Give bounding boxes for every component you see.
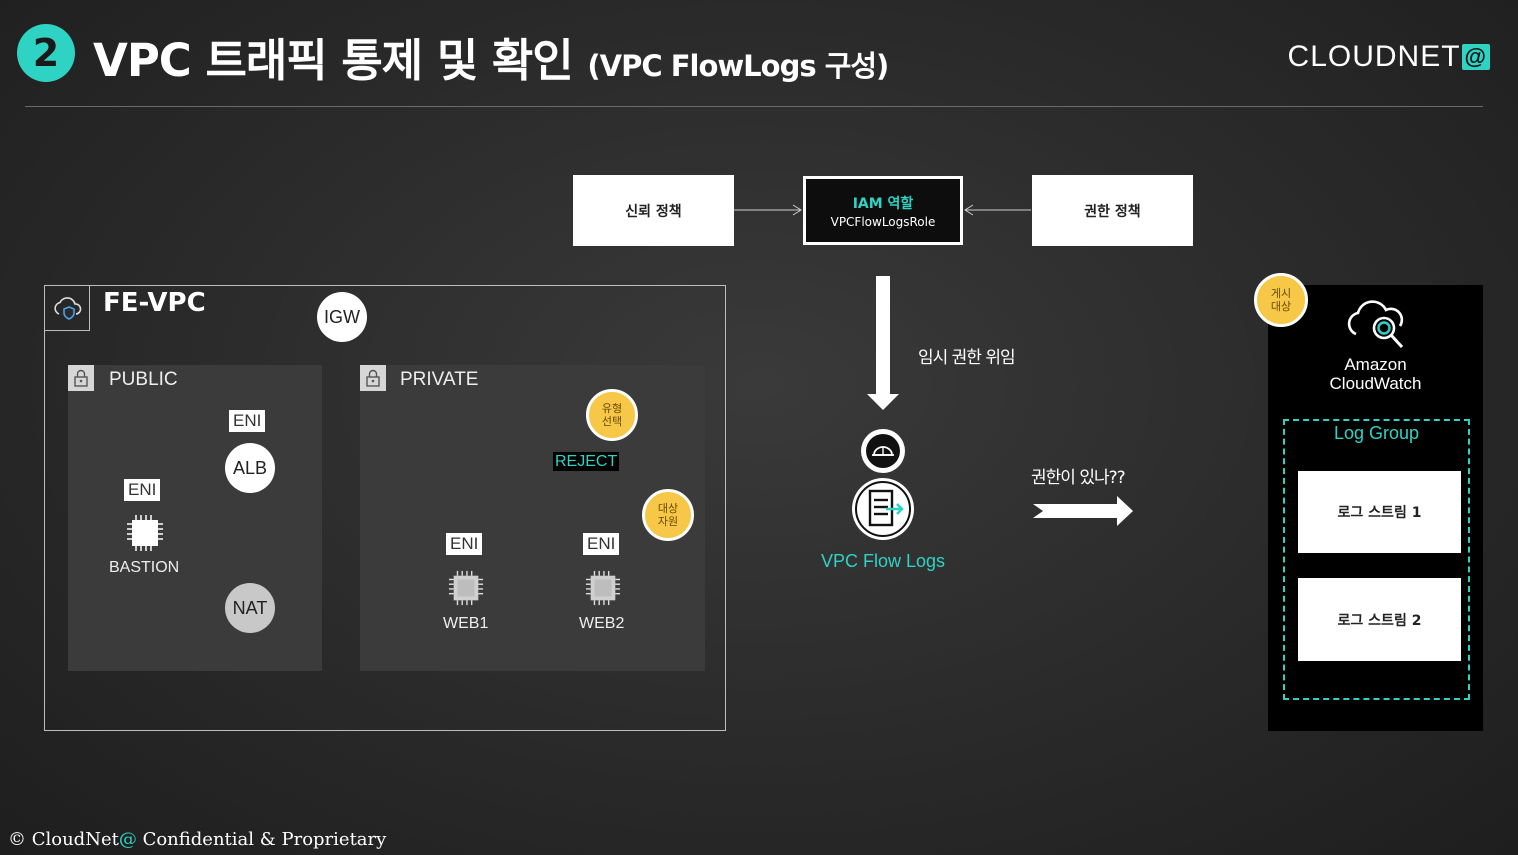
nat-node: NAT: [225, 583, 275, 633]
web1-chip-icon: [448, 570, 484, 610]
delegation-arrow: [867, 276, 899, 410]
iam-role-box: IAM 역할 VPCFlowLogsRole: [803, 176, 963, 245]
private-subnet-label: PRIVATE: [400, 369, 479, 390]
eni-web1: ENI: [446, 533, 483, 555]
delegation-label: 임시 권한 위임: [918, 348, 1016, 368]
log-stream-1: 로그 스트림 1: [1298, 471, 1461, 553]
alb-node: ALB: [225, 443, 275, 493]
footer-copyright: © CloudNet@ Confidential & Proprietary: [8, 829, 386, 850]
eni-bastion: ENI: [124, 479, 161, 501]
flow-logs-label: VPC Flow Logs: [821, 551, 946, 571]
trust-policy-box: 신뢰 정책: [573, 175, 734, 246]
step-number-badge: 2: [17, 24, 75, 82]
footer-prefix: © CloudNet: [8, 829, 119, 850]
brand-text: CLOUDNET: [1287, 40, 1461, 73]
page-title: VPC 트래픽 통제 및 확인 (VPC FlowLogs 구성): [93, 24, 889, 89]
cloudwatch-label: Amazon CloudWatch: [1268, 355, 1483, 393]
header-divider: [25, 106, 1483, 107]
title-sub: (VPC FlowLogs 구성): [587, 49, 889, 83]
cloudwatch-label-line1: Amazon: [1344, 355, 1407, 374]
lock-icon: [68, 365, 94, 391]
eni-alb: ENI: [229, 410, 266, 432]
web2-label: WEB2: [579, 615, 625, 632]
eni-web2: ENI: [583, 533, 620, 555]
cloudwatch-label-line2: CloudWatch: [1329, 374, 1422, 393]
public-subnet-label: PUBLIC: [109, 369, 178, 390]
iam-role-name: VPCFlowLogsRole: [830, 214, 936, 229]
lock-icon: [360, 365, 386, 391]
vpc-cloud-icon: [44, 285, 90, 331]
reject-label: REJECT: [553, 452, 620, 471]
publish-arrow: [1033, 496, 1133, 526]
vpc-name: FE-VPC: [103, 288, 206, 318]
footer-suffix: Confidential & Proprietary: [136, 829, 387, 850]
permission-policy-box: 권한 정책: [1032, 175, 1193, 246]
bastion-label: BASTION: [109, 559, 180, 576]
log-stream-2: 로그 스트림 2: [1298, 578, 1461, 661]
cloudwatch-icon: [1340, 290, 1412, 356]
igw-node: IGW: [317, 292, 367, 342]
brand-at: @: [1461, 44, 1490, 70]
web1-label: WEB1: [443, 615, 489, 632]
bastion-chip-icon: [126, 514, 164, 556]
brand-logo: CLOUDNET@: [1288, 40, 1490, 74]
target-resource-badge: 대상 자원: [642, 489, 694, 541]
helmet-icon: [861, 429, 905, 473]
footer-at: @: [118, 829, 137, 850]
iam-role-title: IAM 역할: [852, 195, 914, 212]
public-subnet: [68, 365, 322, 671]
web2-chip-icon: [585, 570, 621, 610]
log-group-label: Log Group: [1333, 423, 1420, 443]
permission-question: 권한이 있나??: [1031, 468, 1126, 488]
flow-logs-icon: [850, 476, 916, 546]
vpc-container: [44, 285, 726, 731]
publish-target-badge: 게시 대상: [1254, 273, 1308, 327]
log-group-box: [1283, 419, 1470, 700]
type-select-badge: 유형 선택: [586, 389, 638, 441]
title-main: VPC 트래픽 통제 및 확인: [93, 34, 574, 87]
